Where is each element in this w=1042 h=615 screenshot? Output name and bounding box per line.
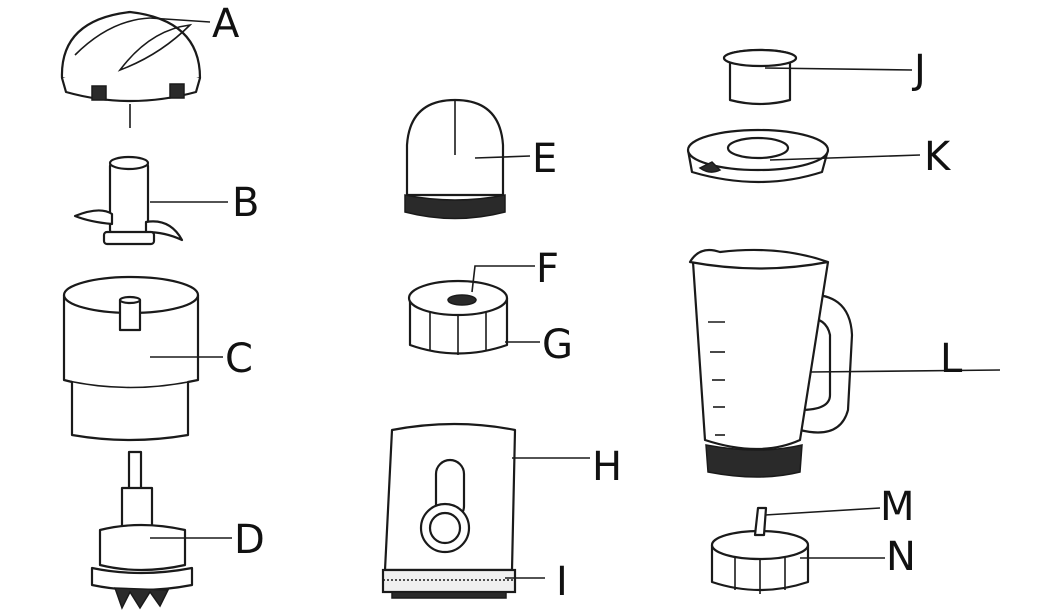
label-h: H: [592, 444, 622, 490]
part-a-lid: [60, 10, 202, 128]
part-k-jug-lid: [686, 128, 830, 184]
label-d: D: [234, 517, 265, 563]
leader-lines: [149, 17, 1001, 579]
label-c: C: [225, 336, 253, 382]
label-e: E: [532, 136, 557, 182]
label-f: F: [536, 246, 559, 292]
label-b: B: [232, 180, 259, 226]
part-mn-jug-blade: [710, 506, 810, 594]
measurement-marks: [708, 321, 725, 436]
label-i: I: [556, 559, 568, 605]
label-k: K: [924, 134, 952, 180]
label-l: L: [940, 336, 963, 382]
part-fg-blade-base: [407, 279, 509, 355]
label-j: J: [911, 47, 926, 93]
part-h-motor-base: [381, 422, 517, 599]
part-e-cup: [404, 98, 506, 220]
part-c-bowl: [62, 275, 200, 442]
label-n: N: [886, 534, 916, 580]
part-l-jug: [688, 248, 854, 478]
part-b-blade: [73, 155, 184, 246]
part-j-cap: [722, 48, 798, 106]
part-d-drive: [90, 450, 194, 610]
label-g: G: [542, 322, 573, 368]
label-a: A: [212, 1, 240, 47]
label-m: M: [880, 484, 915, 530]
